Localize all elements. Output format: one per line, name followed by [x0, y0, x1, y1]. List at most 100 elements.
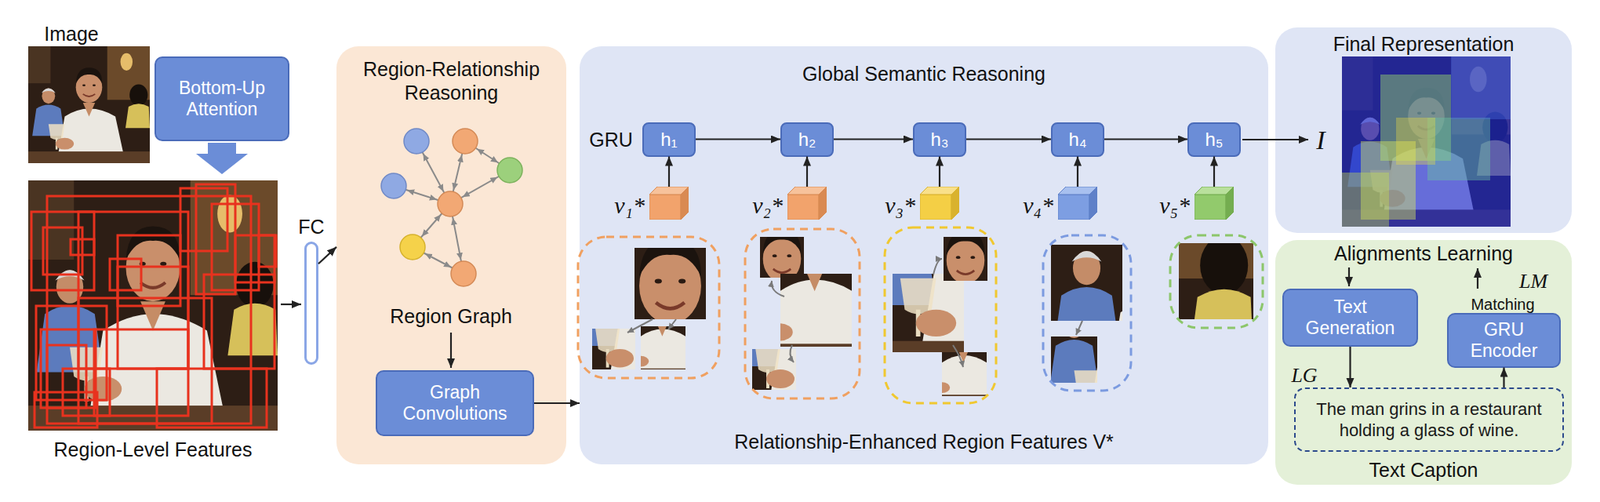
- process-box: Bottom-Up Attention: [154, 56, 290, 142]
- loss-symbol: LM: [1519, 269, 1548, 294]
- region-boxes: [34, 392, 98, 428]
- flow-label: Matching: [1470, 294, 1535, 314]
- cube-face: [951, 186, 960, 220]
- region-boxes: [196, 184, 236, 295]
- panel-heading: Global Semantic Reasoning: [802, 61, 1046, 86]
- process-box: Graph Convolutions: [375, 370, 535, 437]
- flow-connector: [318, 247, 337, 264]
- hidden-state: h₅: [1187, 122, 1241, 157]
- vector-label: v₁*: [614, 192, 645, 219]
- state-label: h₅: [1204, 128, 1223, 151]
- state-label: h₁: [660, 128, 677, 151]
- flow-connector: [938, 156, 941, 188]
- flow-connector: [668, 156, 670, 188]
- flow-connector: [1502, 367, 1505, 389]
- process-box: GRU Encoder: [1447, 312, 1561, 368]
- group-outline: [1170, 235, 1263, 328]
- flow-connector: [1213, 156, 1215, 188]
- region-crops: [952, 345, 964, 368]
- box-label: Bottom-Up Attention: [162, 77, 282, 120]
- flow-connector: [806, 156, 808, 188]
- attention-heatmap: [1396, 117, 1436, 165]
- flow-connector: [1104, 138, 1188, 140]
- cube-face: [787, 194, 819, 220]
- region-features-photo: [28, 180, 278, 431]
- box-label: Text Generation: [1290, 296, 1411, 339]
- region-boxes: [203, 274, 275, 369]
- bottom-up-arrow: [196, 142, 248, 175]
- box-label: GRU Encoder: [1454, 319, 1553, 362]
- region-boxes: [156, 368, 267, 428]
- cube-shape: [787, 186, 827, 220]
- loss-symbol: LM: [1519, 269, 1548, 294]
- flow-arrow: [1348, 267, 1350, 287]
- hidden-state: h₄: [1050, 122, 1105, 157]
- region-graph: [450, 261, 477, 287]
- flow-connector: [1349, 346, 1351, 388]
- flow-arrow: [450, 332, 452, 368]
- cube-face: [818, 186, 827, 220]
- attention-heatmap: [1341, 56, 1511, 227]
- graph-label: Region Graph: [389, 304, 513, 328]
- region-graph: [437, 191, 463, 217]
- region-boxes: [258, 235, 277, 267]
- flow-connector: [695, 138, 781, 140]
- panel-heading: Final Representation: [1333, 32, 1515, 56]
- cube-face: [1058, 194, 1090, 220]
- flow-connector: [1076, 156, 1079, 188]
- cube-face: [1194, 194, 1226, 220]
- region-graph: [381, 173, 407, 199]
- region-boxes: [31, 211, 95, 291]
- cube-shape: [1194, 186, 1234, 220]
- flow-connector: [534, 402, 580, 404]
- attention-heatmap: [1341, 172, 1390, 227]
- attention-heatmap: [1341, 56, 1511, 227]
- layer-label: FC: [298, 214, 324, 239]
- module-label: GRU: [589, 127, 633, 152]
- region-boxes: [117, 266, 189, 369]
- graph-label: Region Graph: [389, 304, 513, 328]
- output-symbol: I: [1316, 123, 1325, 157]
- input-photo: [28, 46, 150, 164]
- state-label: h₃: [930, 128, 949, 151]
- feature-cube: v₃*: [920, 186, 960, 220]
- vector-label: v₄*: [1022, 192, 1054, 219]
- hidden-state: h₁: [642, 122, 696, 157]
- image-label: Image: [43, 21, 99, 46]
- region-boxes: [109, 258, 142, 291]
- attention-heatmap: [1450, 56, 1511, 120]
- cube-face: [649, 194, 681, 220]
- state-label: h₂: [798, 128, 817, 151]
- region-boxes: [117, 235, 181, 306]
- cube-shape: [1058, 186, 1098, 220]
- region-graph: [400, 234, 426, 260]
- bottom-up-arrow: [196, 142, 248, 175]
- feature-cube: v₅*: [1194, 186, 1234, 220]
- flow-connector: [966, 138, 1051, 140]
- vector-label: v₅*: [1159, 192, 1190, 219]
- cube-face: [1089, 186, 1098, 220]
- flow-arrow: [1242, 138, 1309, 141]
- image-label: Region-Level Features: [54, 437, 253, 462]
- feature-cube: v₂*: [787, 186, 827, 220]
- caption-text: The man grins in a restaurant holding a …: [1301, 398, 1557, 441]
- region-boxes: [94, 329, 189, 416]
- panel-heading: Region-Relationship Reasoning: [344, 57, 559, 105]
- loss-symbol: LG: [1290, 363, 1317, 388]
- fc-layer: FC: [304, 241, 319, 365]
- flow-arrow: [1476, 268, 1479, 289]
- hidden-state: h₂: [780, 122, 834, 157]
- panel-heading: Alignments Learning: [1334, 241, 1513, 266]
- region-graph: [497, 157, 523, 183]
- vector-label: v₂*: [752, 192, 783, 219]
- region-features-photo: [28, 180, 278, 431]
- region-boxes: [47, 196, 251, 424]
- region-boxes: [70, 239, 95, 255]
- cube-face: [920, 194, 952, 220]
- module-label: GRU: [589, 127, 633, 152]
- image-label: Image: [43, 21, 99, 46]
- flow-arrow: [280, 303, 302, 306]
- cube-face: [1225, 186, 1234, 220]
- image-label: Region-Level Features: [54, 437, 253, 462]
